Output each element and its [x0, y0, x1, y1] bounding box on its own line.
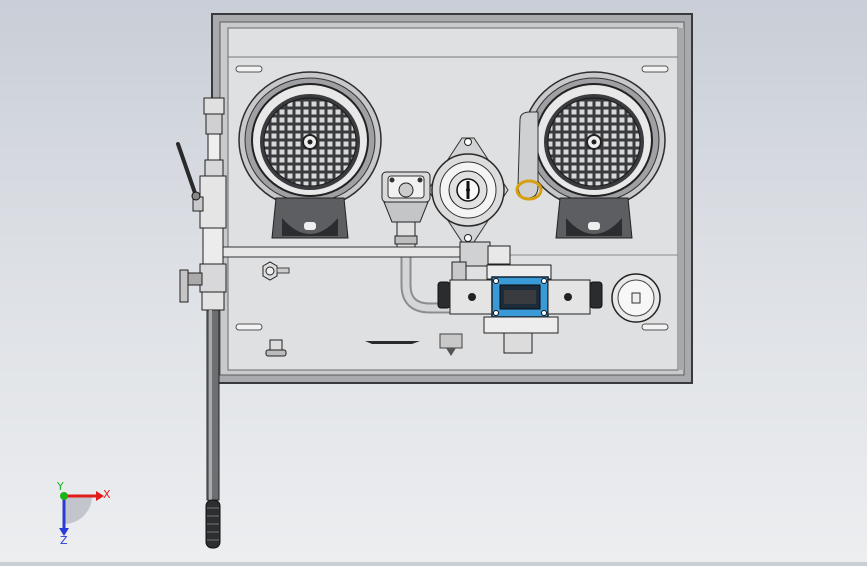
solenoid-directional-valve[interactable] [437, 264, 603, 354]
mounting-slot [235, 65, 669, 331]
left-fan-motor[interactable] [238, 71, 382, 239]
hex-nut [262, 261, 290, 281]
vertical-pipe-with-ball-valve[interactable] [179, 97, 227, 501]
horizontal-pipe [209, 241, 511, 281]
lever-handle[interactable] [176, 142, 201, 201]
coordinate-triad: X Y Z [56, 480, 111, 547]
bottom-handle[interactable] [205, 499, 221, 549]
right-fan-motor[interactable] [522, 71, 666, 239]
y-axis-label: Y [56, 480, 64, 493]
z-axis-label: Z [60, 534, 68, 547]
x-axis-label: X [103, 488, 111, 501]
bottom-bolt [265, 339, 287, 357]
pressure-filter[interactable] [381, 171, 431, 251]
round-cover-plate[interactable] [611, 273, 661, 323]
y-axis-dot [60, 492, 68, 500]
elbow-fitting [515, 111, 543, 201]
